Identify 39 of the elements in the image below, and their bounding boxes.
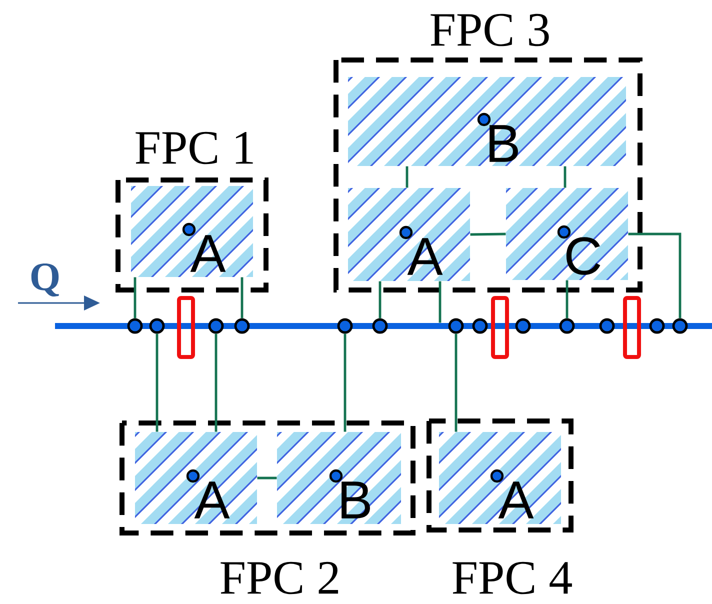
connector-line [134, 277, 136, 318]
flow-label: Q [31, 264, 59, 296]
connector-line [454, 334, 458, 432]
block-label: A [407, 238, 443, 275]
connector-line [406, 166, 408, 188]
junction-dot [372, 318, 388, 334]
connector-line [240, 277, 244, 318]
block-label: A [190, 235, 226, 272]
junction-dot [515, 318, 531, 334]
connector-line [566, 280, 568, 318]
junction-dot [448, 318, 464, 334]
junction-dot [149, 318, 165, 334]
connector-line [438, 281, 442, 323]
block-label: A [194, 482, 230, 518]
box-title: FPC 4 [452, 562, 572, 594]
connector-line [628, 232, 682, 318]
connector-line [257, 476, 277, 480]
box-title: FPC 1 [136, 132, 253, 164]
box-title: FPC 3 [430, 14, 549, 46]
junction-dot [234, 318, 250, 334]
connector-line [470, 232, 506, 236]
connector-line [378, 281, 382, 318]
junction-dot [208, 318, 224, 334]
junction-dot [559, 318, 575, 334]
block-label: B [490, 125, 518, 162]
junction-dot [127, 318, 143, 334]
junction-dot [599, 318, 615, 334]
connector-line [214, 334, 218, 432]
junction-dot [472, 318, 488, 334]
connector-line [156, 334, 158, 432]
box-title: FPC 2 [220, 562, 338, 594]
junction-dot [337, 318, 353, 334]
connector-line [344, 334, 346, 432]
junction-dot [672, 318, 688, 334]
junction-dot [649, 318, 665, 334]
block-label: B [342, 482, 370, 518]
block-label: A [498, 482, 534, 518]
connector-line [564, 166, 566, 188]
block-label: C [566, 237, 600, 275]
